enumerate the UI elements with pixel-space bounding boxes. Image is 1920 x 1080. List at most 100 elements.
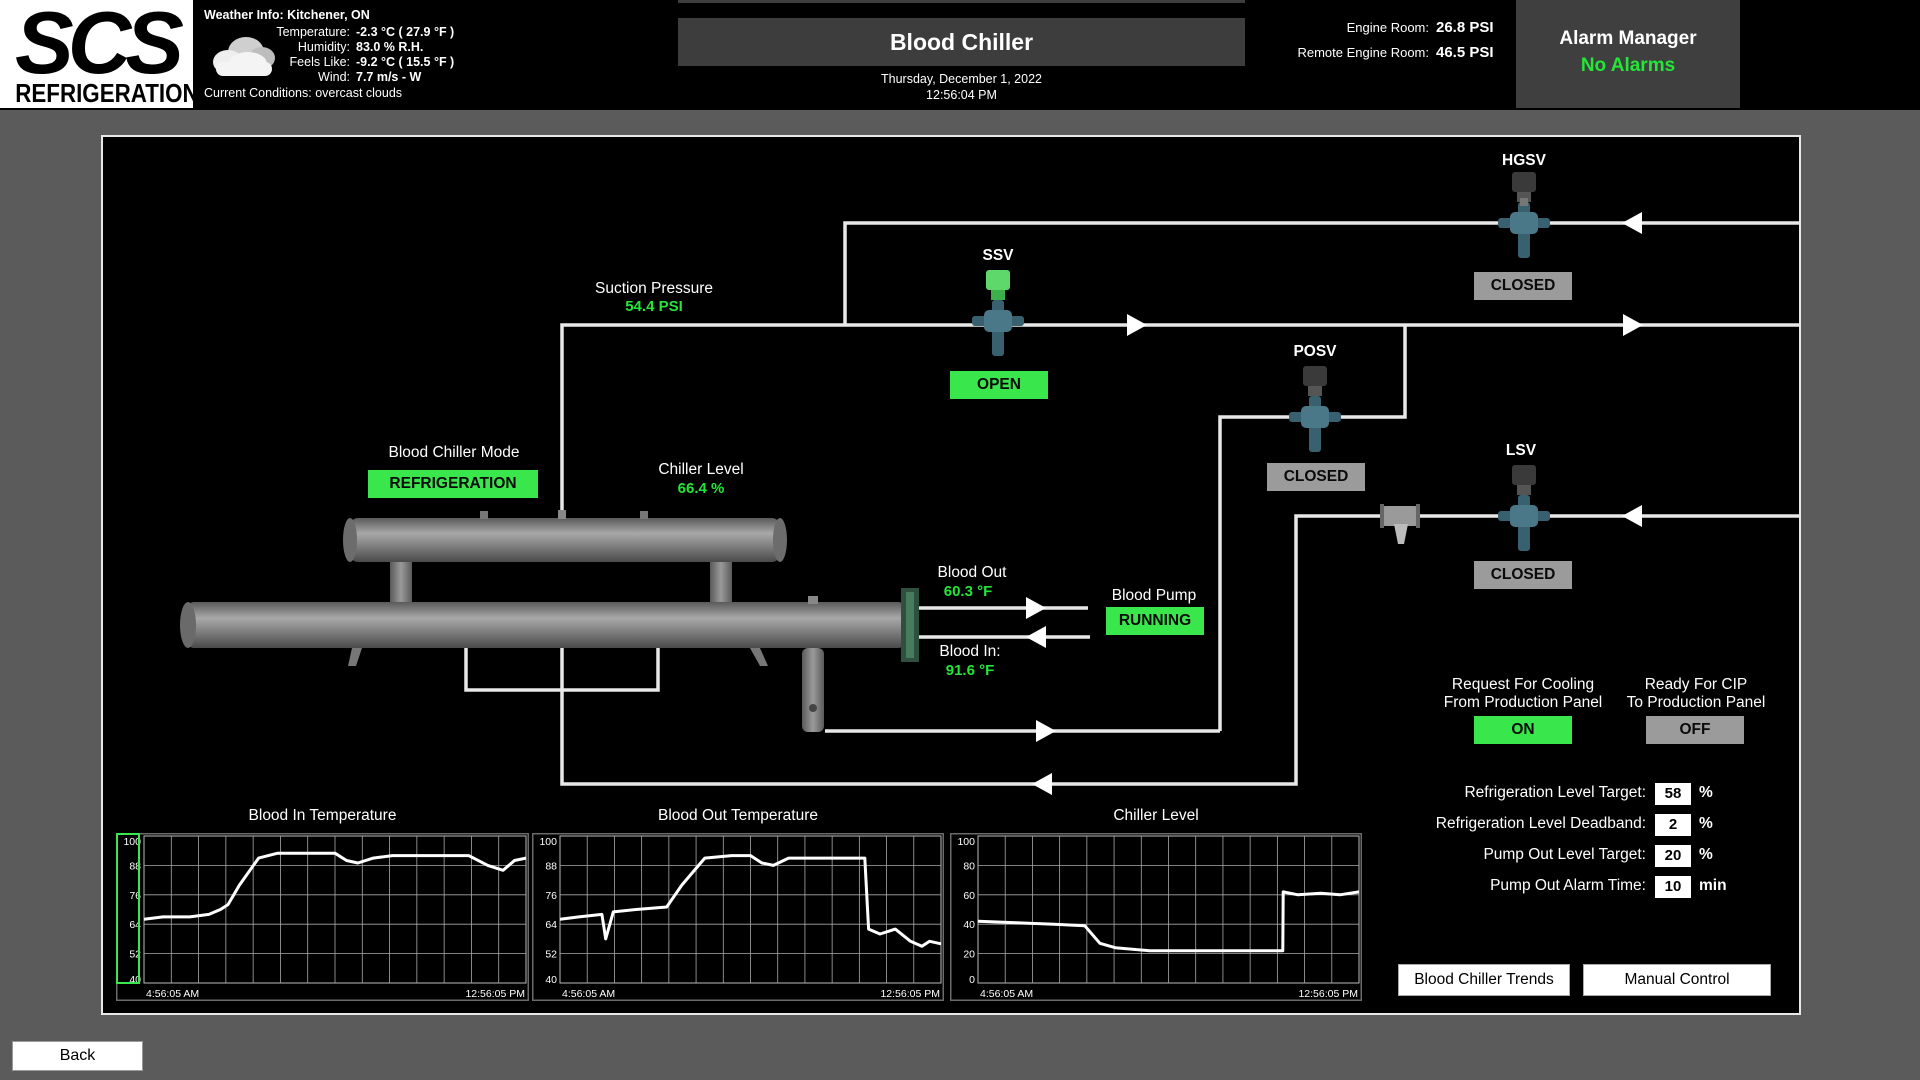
- chart-y-tick: 40: [129, 974, 141, 986]
- hgsv-label: HGSV: [1502, 152, 1546, 169]
- chart-x-tick-end: 12:56:05 PM: [1298, 988, 1358, 1000]
- setpoint-input[interactable]: 20: [1655, 845, 1691, 867]
- chiller-barrel: [180, 588, 919, 732]
- chart-y-tick: 100: [123, 836, 141, 848]
- setpoint-unit: %: [1699, 784, 1713, 801]
- header-date: Thursday, December 1, 2022: [881, 72, 1042, 86]
- weather-wind-value: 7.7 m/s - W: [356, 70, 422, 84]
- chart-y-tick: 100: [539, 836, 557, 848]
- ssv-valve-icon[interactable]: [970, 266, 1026, 362]
- chart-selection-highlight: [116, 833, 140, 984]
- posv-label: POSV: [1293, 343, 1337, 360]
- header-time: 12:56:04 PM: [926, 88, 997, 102]
- chart-x-tick-start: 4:56:05 AM: [146, 988, 199, 1000]
- setpoint-unit: %: [1699, 846, 1713, 863]
- manual-control-button[interactable]: Manual Control: [1583, 964, 1771, 996]
- ssv-status-badge[interactable]: OPEN: [950, 371, 1048, 399]
- cloud-icon: [206, 30, 282, 80]
- cip-ready-label-2: To Production Panel: [1626, 694, 1766, 711]
- setpoint-input[interactable]: 58: [1655, 783, 1691, 805]
- logo-text: SCS: [15, 0, 184, 92]
- blood-out-label: Blood Out: [937, 564, 1007, 581]
- chart-y-tick: 40: [963, 919, 975, 931]
- suction-pressure-value: 54.4 PSI: [625, 298, 683, 315]
- weather-humidity-value: 83.0 % R.H.: [356, 40, 424, 54]
- suction-pressure-label: Suction Pressure: [594, 280, 714, 297]
- remote-engine-room-value: 46.5 PSI: [1436, 44, 1494, 61]
- blood-in-value: 91.6 °F: [945, 662, 995, 679]
- scs-logo: SCS REFRIGERATION: [0, 0, 199, 108]
- chart-series-line: [143, 851, 527, 921]
- blood-out-value: 60.3 °F: [943, 583, 993, 600]
- weather-feels-value: -9.2 °C ( 15.5 °F ): [356, 55, 455, 69]
- chiller-mode-badge[interactable]: REFRIGERATION: [368, 470, 538, 498]
- posv-valve-icon[interactable]: [1287, 362, 1343, 458]
- cooling-request-badge[interactable]: ON: [1474, 716, 1572, 744]
- setpoint-unit: %: [1699, 815, 1713, 832]
- cooling-request-label-1: Request For Cooling: [1451, 676, 1595, 693]
- chart-y-tick: 88: [129, 860, 141, 872]
- weather-conditions-label: Current Conditions:: [204, 86, 312, 100]
- chart-y-tick: 88: [545, 860, 557, 872]
- alarm-manager-panel[interactable]: Alarm Manager No Alarms: [1516, 0, 1740, 108]
- posv-status-badge[interactable]: CLOSED: [1267, 463, 1365, 491]
- chart-y-tick: 100: [957, 836, 975, 848]
- blood-pump-status-badge[interactable]: RUNNING: [1106, 607, 1204, 635]
- engine-room-value: 26.8 PSI: [1436, 19, 1494, 36]
- chart-y-tick: 80: [963, 860, 975, 872]
- back-button[interactable]: Back: [12, 1041, 143, 1071]
- chart-y-tick: 64: [545, 919, 557, 931]
- alarm-status: No Alarms: [1580, 55, 1676, 76]
- weather-temp-value: -2.3 °C ( 27.9 °F ): [356, 25, 455, 39]
- alarm-manager-title: Alarm Manager: [1559, 28, 1697, 49]
- chart-y-tick: 52: [545, 949, 557, 961]
- setpoint-input[interactable]: 2: [1655, 814, 1691, 836]
- weather-wind-label: Wind:: [318, 70, 350, 84]
- setpoint-label: Refrigeration Level Deadband:: [1435, 815, 1646, 832]
- chart-y-tick: 0: [969, 974, 975, 986]
- trend-title-chiller-level: Chiller Level: [1113, 807, 1199, 824]
- flow-arrows: [1026, 212, 1643, 795]
- hgsv-status-badge[interactable]: CLOSED: [1474, 272, 1572, 300]
- lsv-valve-icon[interactable]: [1496, 461, 1552, 557]
- trend-title-blood-out: Blood Out Temperature: [658, 807, 818, 824]
- title-strip: [678, 0, 1245, 3]
- lsv-status-badge[interactable]: CLOSED: [1474, 561, 1572, 589]
- page-title: Blood Chiller: [678, 18, 1245, 66]
- surge-drum: [343, 510, 787, 604]
- chart-y-tick: 64: [129, 919, 141, 931]
- chart-x-tick-start: 4:56:05 AM: [562, 988, 615, 1000]
- trend-title-blood-in: Blood In Temperature: [248, 807, 397, 824]
- weather-conditions: Current Conditions: overcast clouds: [204, 86, 402, 100]
- chart-y-tick: 20: [963, 949, 975, 961]
- chart-y-tick: 52: [129, 949, 141, 961]
- setpoint-input[interactable]: 10: [1655, 876, 1691, 898]
- chart-series-line: [559, 854, 942, 948]
- setpoint-label: Pump Out Alarm Time:: [1490, 877, 1646, 894]
- weather-feels-label: Feels Like:: [289, 55, 350, 69]
- weather-humidity-label: Humidity:: [297, 40, 350, 54]
- ssv-label: SSV: [982, 247, 1014, 264]
- chiller-level-label: Chiller Level: [658, 461, 744, 478]
- cooling-request-label-2: From Production Panel: [1443, 694, 1603, 711]
- chiller-level-value: 66.4 %: [677, 480, 725, 497]
- blood-pump-label: Blood Pump: [1111, 587, 1197, 604]
- chart-y-tick: 40: [545, 974, 557, 986]
- setpoint-unit: min: [1699, 877, 1727, 894]
- hgsv-valve-icon[interactable]: [1496, 168, 1552, 264]
- chart-series-line: [977, 890, 1360, 953]
- strainer: [1380, 504, 1420, 544]
- weather-heading: Weather Info: Kitchener, ON: [204, 8, 370, 22]
- cip-ready-badge[interactable]: OFF: [1646, 716, 1744, 744]
- logo-subtext: REFRIGERATION: [15, 78, 199, 108]
- chart-x-tick-end: 12:56:05 PM: [465, 988, 525, 1000]
- chart-y-tick: 60: [963, 890, 975, 902]
- blood-chiller-trends-button[interactable]: Blood Chiller Trends: [1398, 964, 1570, 996]
- chiller-mode-label: Blood Chiller Mode: [388, 444, 520, 461]
- cip-ready-label-1: Ready For CIP: [1644, 676, 1748, 693]
- engine-room-label: Engine Room:: [1346, 20, 1429, 35]
